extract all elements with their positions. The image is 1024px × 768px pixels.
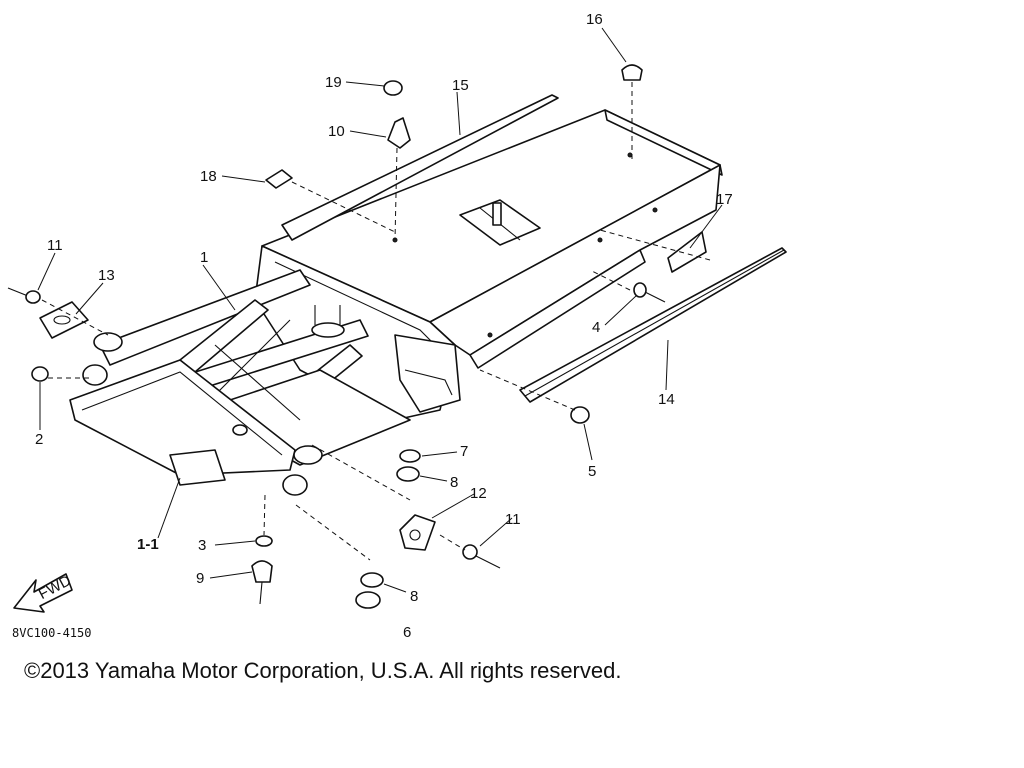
tunnel-rear-flange bbox=[604, 109, 723, 176]
callout-10: 10 bbox=[328, 123, 345, 140]
deck-post bbox=[492, 202, 502, 226]
copyright-notice: ©2013 Yamaha Motor Corporation, U.S.A. A… bbox=[24, 658, 622, 683]
part-4-shank bbox=[644, 291, 666, 303]
left-spindle-mount bbox=[82, 364, 108, 386]
part-8-grommet-upper bbox=[396, 466, 420, 482]
tunnel-lower-edge bbox=[469, 249, 646, 369]
part-13-bracket bbox=[39, 301, 89, 339]
fwd-arrow-icon bbox=[13, 573, 73, 613]
callout-11-left: 11 bbox=[47, 237, 63, 254]
callout-7: 7 bbox=[460, 443, 468, 460]
part-11-pin-left bbox=[7, 287, 29, 297]
x-brace-a bbox=[214, 344, 301, 421]
callout-18: 18 bbox=[200, 168, 217, 185]
rail-15 bbox=[281, 94, 559, 241]
x-brace-b bbox=[214, 319, 291, 396]
callout-15: 15 bbox=[452, 77, 469, 94]
callout-16: 16 bbox=[586, 11, 603, 28]
left-upper-mount bbox=[93, 332, 123, 352]
callout-4: 4 bbox=[592, 319, 600, 336]
frame-assembly bbox=[254, 109, 723, 421]
part-9-rivet bbox=[251, 560, 273, 583]
part-10-bracket bbox=[387, 117, 411, 149]
callout-13: 13 bbox=[98, 267, 115, 284]
right-upper-mount bbox=[293, 445, 323, 465]
part-11-right bbox=[462, 544, 478, 560]
callout-5: 5 bbox=[588, 463, 596, 480]
bumper-bracket bbox=[169, 449, 226, 486]
bumper-inner-edge bbox=[81, 371, 283, 456]
callout-19: 19 bbox=[325, 74, 342, 91]
callout-17: 17 bbox=[716, 191, 733, 208]
part-4-bolt bbox=[633, 282, 647, 298]
callout-8-lower: 8 bbox=[410, 588, 418, 605]
fwd-arrow: FWD bbox=[13, 572, 74, 613]
part-18-clip bbox=[265, 169, 293, 189]
part-17-plate bbox=[667, 231, 707, 273]
part-2-bushing bbox=[31, 366, 49, 382]
callout-9: 9 bbox=[196, 570, 204, 587]
callout-8-upper: 8 bbox=[450, 474, 458, 491]
rivet bbox=[652, 207, 658, 213]
callout-12: 12 bbox=[470, 485, 487, 502]
callout-labels: 16 19 15 10 18 17 11 13 1 4 14 2 5 7 8 1… bbox=[35, 11, 733, 641]
part-3-washer bbox=[255, 535, 273, 547]
part-11-pin-right bbox=[475, 555, 501, 569]
part-9-shank bbox=[259, 581, 263, 605]
callout-3: 3 bbox=[198, 537, 206, 554]
side-box-detail bbox=[404, 369, 453, 396]
part-5-cap bbox=[570, 406, 590, 424]
mount-plate bbox=[311, 322, 345, 338]
part-19-nut bbox=[383, 80, 403, 96]
rivet bbox=[627, 152, 633, 158]
front-frame bbox=[69, 269, 411, 496]
rivet bbox=[487, 332, 493, 338]
callout-1-1: 1-1 bbox=[137, 536, 159, 553]
callout-11-right: 11 bbox=[505, 511, 521, 528]
leader-lines bbox=[37, 27, 723, 593]
callout-1: 1 bbox=[200, 249, 208, 266]
parts-diagram: FWD 16 19 15 10 18 17 11 13 1 4 14 2 5 7… bbox=[7, 11, 787, 641]
diagram-code: 8VC100-4150 bbox=[12, 626, 91, 640]
right-spindle-mount bbox=[282, 474, 308, 496]
rivet bbox=[597, 237, 603, 243]
part-12-plate bbox=[399, 514, 436, 551]
part-8-grommet-lower bbox=[360, 572, 384, 588]
callout-6: 6 bbox=[403, 624, 411, 641]
part-12-hole bbox=[409, 529, 421, 541]
upper-frame-tube bbox=[99, 269, 311, 366]
part-7-grommet bbox=[399, 449, 421, 463]
rail-14-edge bbox=[524, 249, 785, 397]
part-13-slot bbox=[53, 315, 71, 325]
callout-2: 2 bbox=[35, 431, 43, 448]
assembly-guides bbox=[41, 82, 711, 561]
tie-rod-end bbox=[232, 424, 248, 436]
callout-14: 14 bbox=[658, 391, 675, 408]
part-6-grommet bbox=[355, 591, 381, 609]
part-16-cap bbox=[621, 64, 643, 81]
part-11-left bbox=[25, 290, 41, 304]
side-box bbox=[394, 334, 461, 413]
front-bumper bbox=[69, 359, 296, 476]
